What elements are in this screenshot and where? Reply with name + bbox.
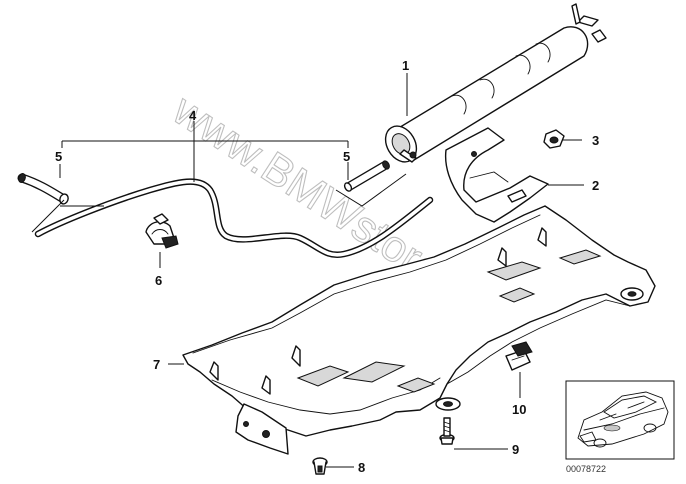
hose-clip[interactable] (145, 213, 179, 249)
plate-louvre (498, 287, 536, 303)
plate-louvre (558, 249, 602, 265)
callout-9: 9 (512, 442, 519, 457)
plate-louvre (342, 361, 406, 383)
callout-5-left: 5 (55, 149, 62, 164)
protection-plate[interactable] (182, 205, 656, 455)
vehicle-thumbnail: 00078722 (565, 380, 675, 474)
callout-6: 6 (155, 273, 162, 288)
nut-part[interactable] (543, 129, 565, 149)
bracket-hole (262, 430, 270, 438)
callout-5-right: 5 (343, 149, 350, 164)
car-silhouette (577, 391, 669, 448)
callout-3: 3 (592, 133, 599, 148)
fuel-filter[interactable] (379, 3, 607, 167)
callout-7: 7 (153, 357, 160, 372)
plate-louvre (296, 365, 350, 387)
filter-bracket[interactable] (444, 127, 549, 223)
clamp-nut[interactable] (505, 341, 533, 371)
hose-piece-right[interactable] (343, 160, 391, 193)
callout-1: 1 (402, 58, 409, 73)
callout-2: 2 (592, 178, 599, 193)
leader-lines (31, 73, 584, 468)
bracket-hole (243, 421, 249, 427)
callout-labels: 1 2 3 4 5 5 6 7 8 9 10 (55, 58, 599, 475)
callout-10: 10 (512, 402, 526, 417)
reference-code: 00078722 (566, 464, 606, 474)
plate-louvre (486, 261, 542, 281)
expanding-rivet[interactable] (312, 457, 328, 475)
callout-4: 4 (189, 108, 197, 123)
fuel-line[interactable] (34, 178, 434, 259)
plate-louvre (396, 377, 436, 393)
hose-piece-left[interactable] (17, 173, 69, 205)
callout-8: 8 (358, 460, 365, 475)
screw-part[interactable] (439, 417, 455, 445)
